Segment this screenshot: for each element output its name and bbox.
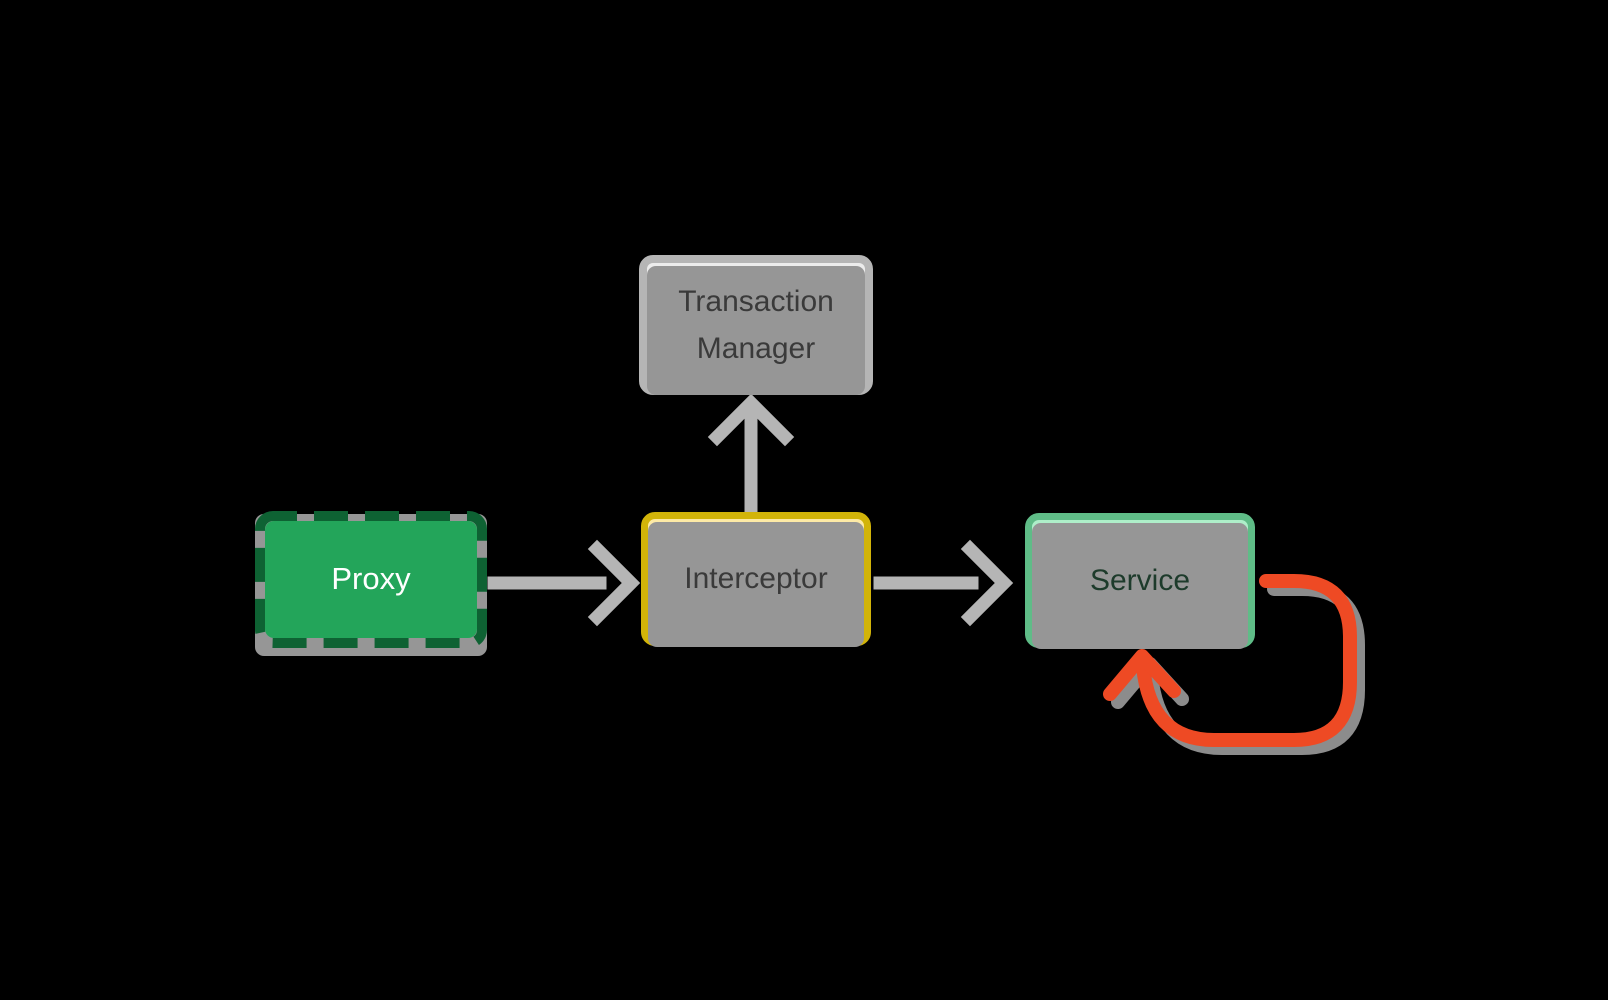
service-self-loop-arrow [1103,574,1357,747]
arrow-proxy-to-interceptor [487,539,641,627]
self-loop-shaft [1136,574,1357,747]
arrow-interceptor-to-service [873,539,1014,627]
transaction-manager-label-line1: Transaction [678,285,834,318]
node-service: Service [1025,513,1255,649]
arrow-interceptor-to-transaction-manager [707,393,795,513]
service-label: Service [1089,563,1191,597]
arrowhead-chevron-right-icon [587,539,641,627]
transaction-manager-label-line2: Manager [696,332,816,365]
proxy-dashed-border [255,511,487,648]
arrowhead-chevron-up-icon [707,393,795,447]
arrowhead-chevron-right-icon [960,539,1014,627]
proxy-label: Proxy [331,561,411,597]
interceptor-label: Interceptor [684,562,828,596]
node-interceptor: Interceptor [641,512,871,647]
arrowhead-chevron-up-icon [1103,649,1181,701]
node-proxy: Proxy [255,511,487,656]
